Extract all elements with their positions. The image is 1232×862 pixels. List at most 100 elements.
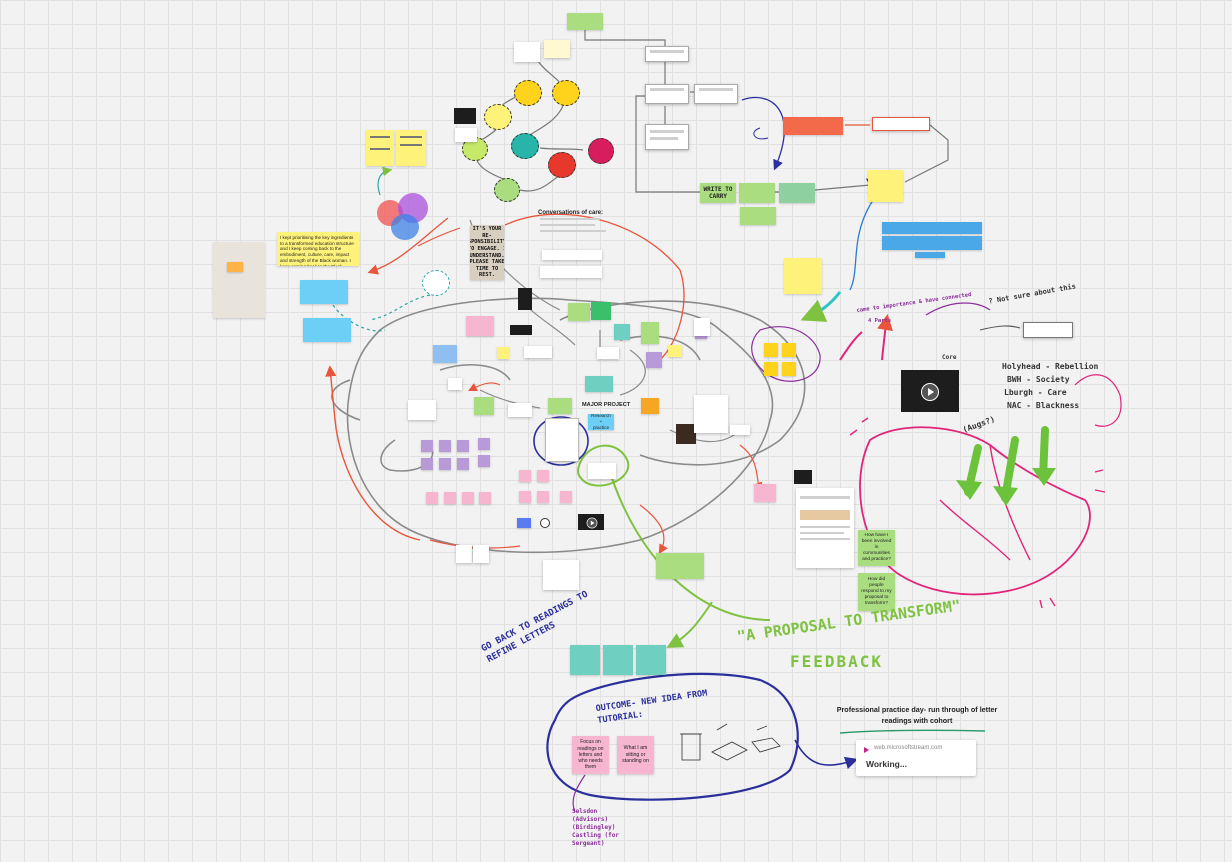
circle-node[interactable] <box>552 80 580 106</box>
sticky-note[interactable] <box>421 458 433 470</box>
sticky-note[interactable] <box>537 470 549 482</box>
sticky-note[interactable] <box>439 458 451 470</box>
sticky-note[interactable] <box>300 280 348 304</box>
sticky-note[interactable] <box>740 207 776 225</box>
image-card[interactable] <box>544 40 570 58</box>
sticky-note[interactable] <box>585 376 613 392</box>
text-card[interactable] <box>456 545 472 563</box>
cloud-shape[interactable] <box>422 270 450 296</box>
sticky-note[interactable] <box>656 553 704 579</box>
sticky-note[interactable] <box>457 458 469 470</box>
focus-readings-note[interactable]: Focus on readings on letters and who nee… <box>572 736 609 774</box>
sticky-note[interactable] <box>754 484 776 502</box>
video-thumbnail[interactable] <box>901 370 959 412</box>
flowchart-box[interactable] <box>645 84 689 104</box>
circle-node[interactable] <box>511 133 539 159</box>
sticky-note[interactable] <box>570 645 600 675</box>
sticky-note[interactable] <box>739 183 775 203</box>
text-card[interactable] <box>524 346 552 358</box>
write-to-carry-note[interactable]: WRITE TO CARRY <box>700 183 736 203</box>
text-card[interactable] <box>730 425 750 435</box>
text-card[interactable] <box>543 560 579 590</box>
red-label-note[interactable] <box>783 117 843 135</box>
sticky-note[interactable] <box>591 302 611 320</box>
sticky-note[interactable] <box>466 316 494 336</box>
blue-text-box[interactable] <box>882 222 982 234</box>
sticky-note[interactable] <box>603 645 633 675</box>
sticky-note[interactable] <box>479 492 491 504</box>
photo-thumbnail[interactable] <box>794 470 812 484</box>
sticky-note[interactable] <box>303 318 351 342</box>
flowchart-box[interactable] <box>694 84 738 104</box>
sticky-note[interactable] <box>421 440 433 452</box>
circle-node[interactable] <box>588 138 614 164</box>
text-card[interactable] <box>597 347 619 359</box>
sticky-note[interactable] <box>568 303 590 321</box>
sticky-note[interactable] <box>537 491 549 503</box>
text-card[interactable] <box>508 403 532 417</box>
blue-squares-icon[interactable] <box>433 345 457 363</box>
venn-circle[interactable] <box>391 214 419 240</box>
what-i-am-note[interactable]: What I am sitting or standing on <box>617 736 654 774</box>
text-card[interactable] <box>694 318 710 336</box>
sticky-note[interactable] <box>868 170 903 202</box>
sticky-note[interactable] <box>457 440 469 452</box>
sticky-note[interactable] <box>462 492 474 504</box>
text-card[interactable] <box>1023 322 1073 338</box>
photo-thumbnail[interactable] <box>510 325 532 335</box>
sticky-note[interactable] <box>646 352 662 368</box>
sticky-note[interactable] <box>478 438 490 450</box>
sticky-note[interactable] <box>668 345 682 357</box>
sticky-note[interactable] <box>426 492 438 504</box>
text-card[interactable] <box>588 463 616 479</box>
sticky-note[interactable] <box>444 492 456 504</box>
sticky-note[interactable] <box>782 362 796 376</box>
blue-text-box[interactable] <box>882 236 982 250</box>
phone-photo[interactable] <box>518 288 532 310</box>
image-card[interactable] <box>455 128 477 142</box>
breakout-note[interactable]: I kept prioritising the key ingredients … <box>277 232 359 266</box>
sticky-note[interactable] <box>782 343 796 357</box>
blue-text-box[interactable] <box>915 252 945 258</box>
sticky-note[interactable] <box>497 347 509 359</box>
text-card[interactable] <box>448 378 462 390</box>
sticky-note[interactable] <box>764 362 778 376</box>
poster-photo[interactable]: IT'S YOUR RE-SPONSIBILITY TO ENGAGE. I U… <box>470 225 504 280</box>
sticky-note[interactable] <box>478 455 490 467</box>
circle-node[interactable] <box>494 178 520 202</box>
how-have-i-been-note[interactable]: How have I been involved in communities … <box>858 530 895 566</box>
research-practice-note[interactable]: Research + practice <box>588 414 614 430</box>
flowchart-start-note[interactable] <box>567 13 603 30</box>
stream-embed-card[interactable]: web.microsoftstream.com Working... <box>856 740 976 776</box>
sticky-note[interactable] <box>519 470 531 482</box>
how-did-people-note[interactable]: How did people respond to my proposal to… <box>858 573 895 611</box>
sticky-note[interactable] <box>439 440 451 452</box>
sticky-note[interactable] <box>784 258 822 294</box>
image-card[interactable] <box>514 42 540 62</box>
video-thumbnail[interactable] <box>578 514 604 530</box>
text-card[interactable] <box>473 545 489 563</box>
sticky-note[interactable] <box>641 322 659 344</box>
sticky-note[interactable] <box>519 491 531 503</box>
sticky-note[interactable] <box>474 397 494 415</box>
play-icon[interactable] <box>921 383 939 401</box>
document-page[interactable] <box>796 488 854 568</box>
text-card[interactable] <box>694 395 728 433</box>
text-card[interactable] <box>542 250 602 260</box>
sticky-note[interactable] <box>641 398 659 414</box>
text-card[interactable] <box>408 400 436 420</box>
sticky-note[interactable] <box>764 343 778 357</box>
sticky-note[interactable] <box>636 645 666 675</box>
text-card[interactable] <box>540 266 602 278</box>
play-icon[interactable] <box>586 517 598 529</box>
circle-node[interactable] <box>514 80 542 106</box>
flowchart-box[interactable] <box>645 46 689 62</box>
flowchart-box-red[interactable] <box>872 117 930 131</box>
sticky-note[interactable] <box>560 491 572 503</box>
sticky-note[interactable] <box>614 324 630 340</box>
text-card[interactable] <box>545 418 579 462</box>
stream-url[interactable]: web.microsoftstream.com <box>874 745 943 751</box>
photo-thumbnail[interactable] <box>454 108 476 124</box>
circle-node[interactable] <box>484 104 512 130</box>
